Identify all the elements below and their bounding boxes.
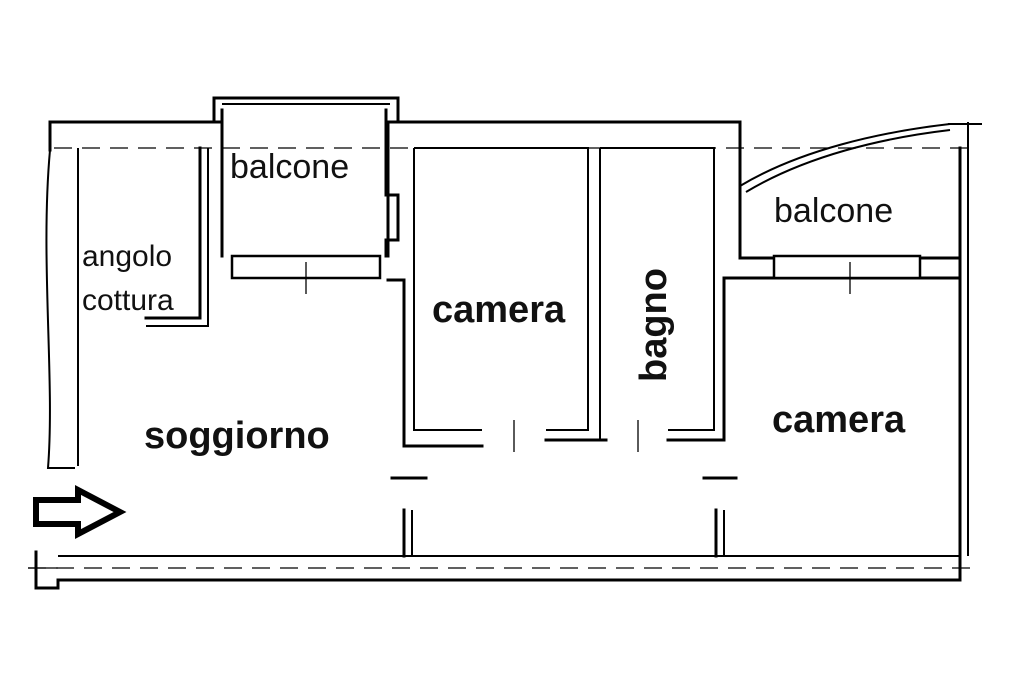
label-cottura: cottura — [82, 284, 174, 317]
label-camera-right: camera — [772, 399, 906, 441]
bedroom-center-walls — [386, 120, 608, 452]
balcony-left-walls — [212, 96, 400, 280]
label-balcone-left: balcone — [230, 148, 349, 186]
dimension-lines — [28, 147, 978, 569]
balcony-right-walls — [739, 123, 951, 280]
kitchen-corner-walls — [144, 146, 209, 327]
window-balcone-right — [772, 254, 922, 280]
label-bagno: bagno — [633, 268, 675, 382]
corridor-walls — [390, 476, 738, 558]
label-balcone-right: balcone — [774, 192, 893, 230]
entrance-arrow-icon — [33, 485, 127, 539]
label-angolo: angolo — [82, 240, 172, 273]
label-soggiorno: soggiorno — [144, 415, 330, 457]
label-camera-center: camera — [432, 289, 566, 331]
